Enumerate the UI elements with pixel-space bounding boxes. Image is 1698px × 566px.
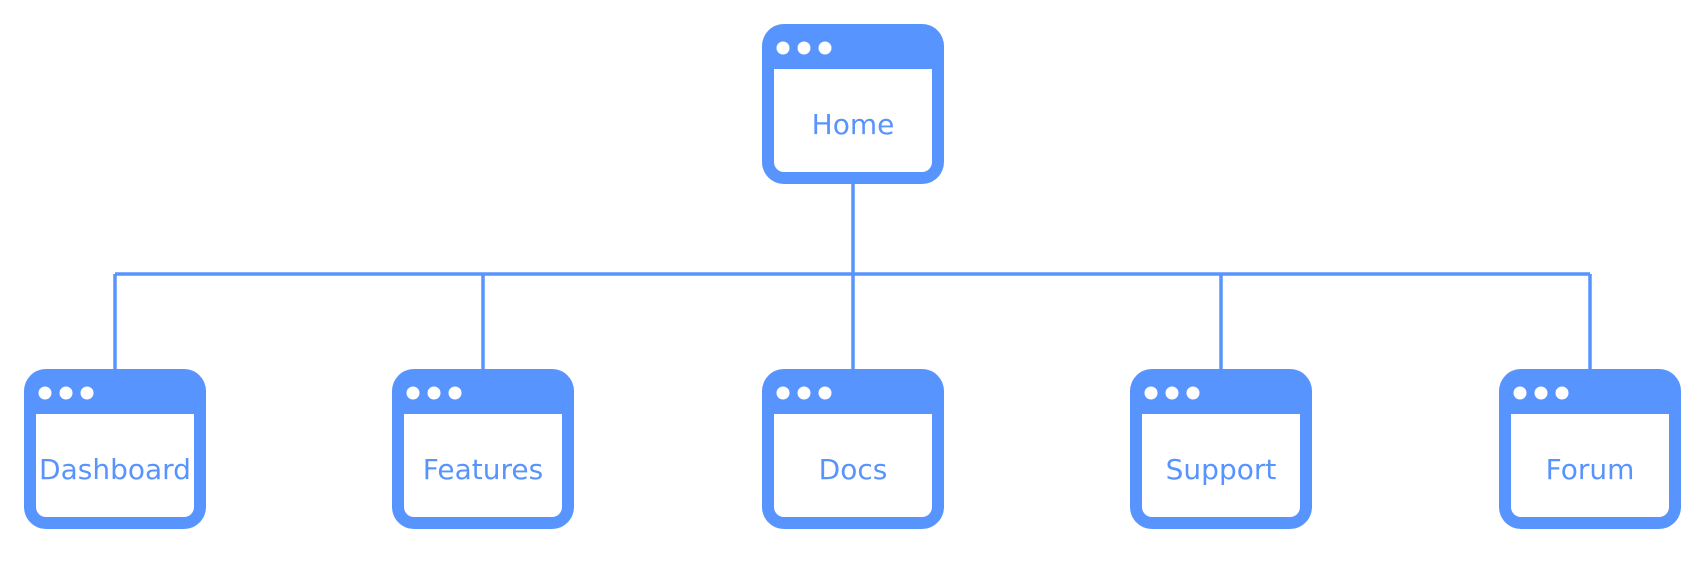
page-node-forum: Forum <box>1499 369 1681 529</box>
page-node-docs: Docs <box>762 369 944 529</box>
window-dots-icon <box>406 386 462 400</box>
page-node-dashboard: Dashboard <box>24 369 206 529</box>
node-label: Home <box>812 108 895 141</box>
node-label: Dashboard <box>39 453 191 486</box>
browser-window-content <box>1142 414 1300 517</box>
browser-window-content <box>774 69 932 172</box>
connectors <box>113 184 1592 369</box>
browser-window-content <box>1511 414 1669 517</box>
browser-window-content <box>404 414 562 517</box>
window-dots-icon <box>38 386 94 400</box>
page-node-home: Home <box>762 24 944 184</box>
page-node-support: Support <box>1130 369 1312 529</box>
window-dots-icon <box>1144 386 1200 400</box>
window-dots-icon <box>776 386 832 400</box>
node-label: Support <box>1166 453 1277 486</box>
browser-window-content <box>774 414 932 517</box>
node-label: Forum <box>1546 453 1635 486</box>
node-label: Docs <box>819 453 888 486</box>
window-dots-icon <box>776 41 832 55</box>
node-label: Features <box>423 453 543 486</box>
browser-window-content <box>36 414 194 517</box>
window-dots-icon <box>1513 386 1569 400</box>
page-node-features: Features <box>392 369 574 529</box>
